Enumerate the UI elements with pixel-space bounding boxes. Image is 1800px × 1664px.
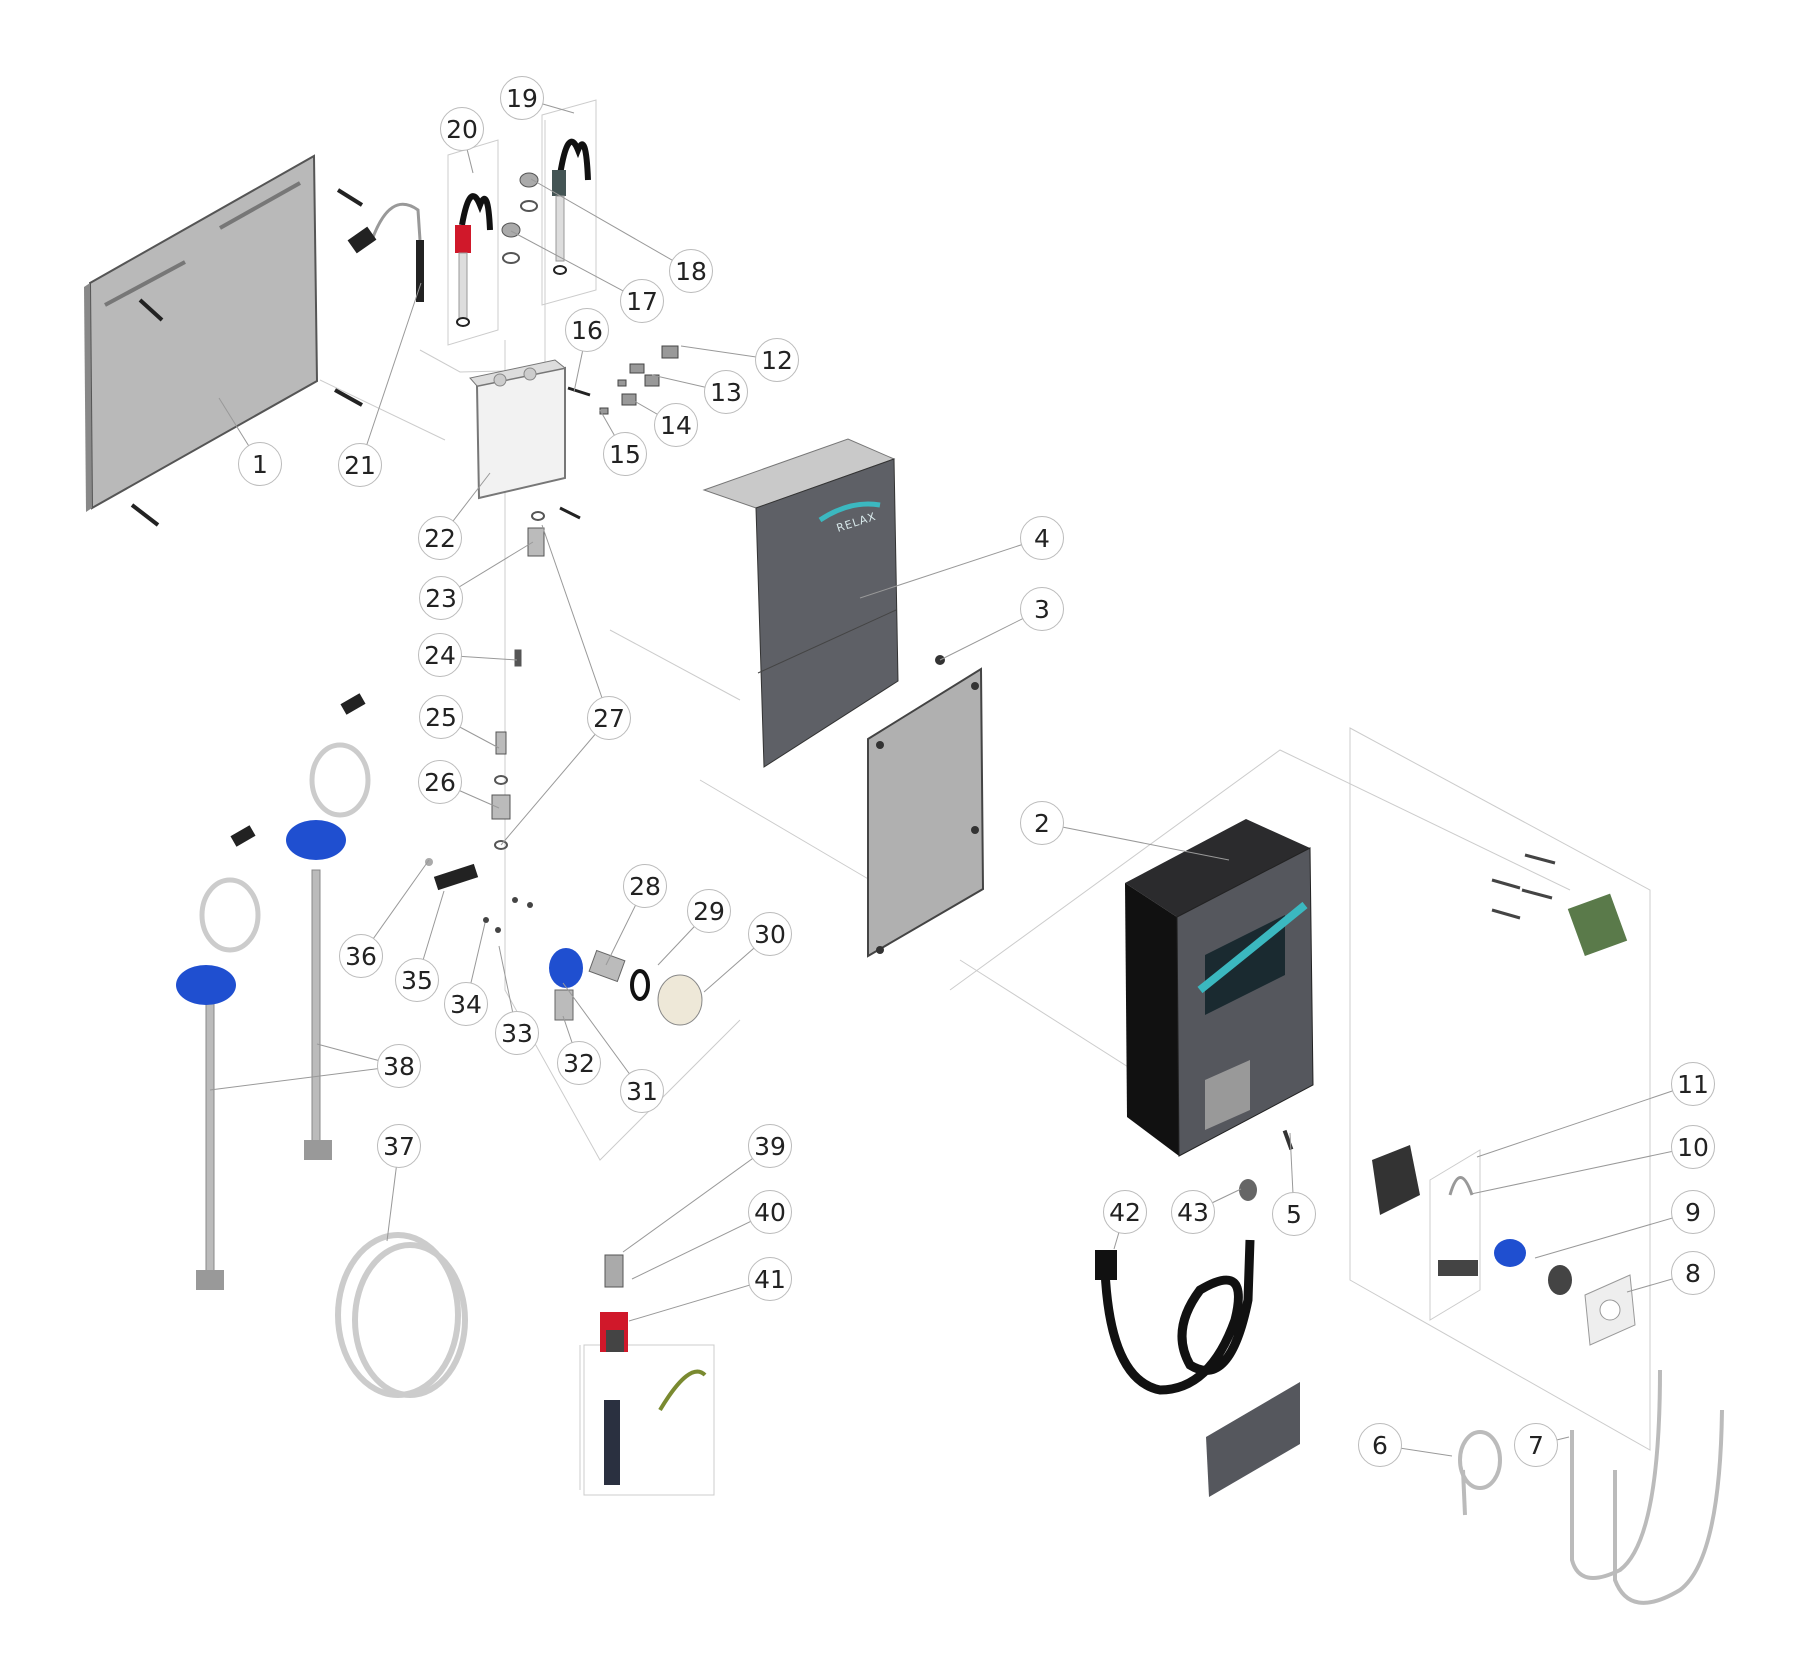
- callout-11: 11: [1671, 1062, 1715, 1106]
- parts-12-15-fittings: [599, 345, 679, 415]
- leader-line: [1470, 1146, 1694, 1195]
- parts-8-11-pump-components: [1372, 1145, 1636, 1346]
- leader-lines: [209, 97, 1694, 1457]
- part-42-power-cable: [1095, 1239, 1255, 1395]
- callout-13: 13: [704, 370, 748, 414]
- callout-33: 33: [495, 1011, 539, 1055]
- parts-6-7-tubes: [1458, 1369, 1724, 1605]
- part-37-tube-coil: [335, 1232, 468, 1398]
- part-20-redox-probe: [455, 193, 493, 327]
- callout-5: 5: [1272, 1192, 1316, 1236]
- part-4-front-cover: RELAX: [702, 438, 899, 768]
- pump-motor: [1491, 853, 1628, 957]
- callout-4: 4: [1020, 516, 1064, 560]
- callout-15: 15: [603, 432, 647, 476]
- leader-line: [622, 1145, 771, 1253]
- callout-32: 32: [557, 1041, 601, 1085]
- part-43-cable-gland: [1239, 1179, 1257, 1201]
- part-2-control-unit-housing: [1125, 819, 1314, 1157]
- callout-36: 36: [339, 934, 383, 978]
- part-19-ph-probe: [552, 138, 591, 275]
- callout-14: 14: [654, 403, 698, 447]
- cover-plate-small: [1206, 1382, 1300, 1497]
- parts-17-18-plugs: [501, 172, 539, 264]
- construction-lines: [319, 99, 1651, 1496]
- part-21-sensor-cable: [347, 202, 424, 302]
- leader-line: [1534, 1211, 1694, 1259]
- part-3-inner-plate: [867, 655, 985, 958]
- part-38-suction-lances: [176, 693, 371, 1290]
- callout-28: 28: [623, 864, 667, 908]
- part-22-probe-holder-block: [469, 359, 591, 520]
- callout-35: 35: [395, 958, 439, 1002]
- callout-21: 21: [338, 443, 382, 487]
- callout-10: 10: [1671, 1125, 1715, 1169]
- callout-38: 38: [377, 1044, 421, 1088]
- callout-1: 1: [238, 442, 282, 486]
- part-1-back-panel: [84, 154, 364, 527]
- leader-line: [631, 1211, 771, 1280]
- callout-20: 20: [440, 107, 484, 151]
- callout-16: 16: [565, 308, 609, 352]
- callout-17: 17: [620, 279, 664, 323]
- part-5-screw: [1282, 1129, 1294, 1151]
- callout-24: 24: [418, 633, 462, 677]
- callout-23: 23: [419, 576, 463, 620]
- callout-26: 26: [418, 760, 462, 804]
- leader-line: [541, 524, 610, 719]
- parts-28-36-flow-cell: [425, 858, 703, 1026]
- callout-39: 39: [748, 1124, 792, 1168]
- leader-line: [859, 537, 1043, 599]
- callout-29: 29: [687, 889, 731, 933]
- leader-line: [209, 1065, 400, 1091]
- callout-30: 30: [748, 912, 792, 956]
- callout-2: 2: [1020, 801, 1064, 845]
- callout-27: 27: [587, 696, 631, 740]
- leader-line: [1476, 1083, 1694, 1158]
- leader-line: [628, 1278, 771, 1322]
- callout-8: 8: [1671, 1251, 1715, 1295]
- callout-42: 42: [1103, 1190, 1147, 1234]
- callout-19: 19: [500, 76, 544, 120]
- callout-9: 9: [1671, 1190, 1715, 1234]
- callout-37: 37: [377, 1124, 421, 1168]
- callout-18: 18: [669, 249, 713, 293]
- callout-40: 40: [748, 1190, 792, 1234]
- callout-31: 31: [620, 1069, 664, 1113]
- callout-12: 12: [755, 338, 799, 382]
- leader-line: [359, 282, 422, 466]
- leader-line: [500, 717, 610, 846]
- callout-41: 41: [748, 1257, 792, 1301]
- leader-line: [530, 178, 692, 272]
- callout-22: 22: [418, 516, 462, 560]
- parts-23-27-inline-fittings: [491, 511, 545, 850]
- leader-line: [510, 230, 643, 302]
- parts-39-41-injection-valve: [600, 1254, 707, 1485]
- callout-7: 7: [1514, 1423, 1558, 1467]
- callout-6: 6: [1358, 1423, 1402, 1467]
- callout-34: 34: [444, 982, 488, 1026]
- callout-43: 43: [1171, 1190, 1215, 1234]
- leader-line: [1041, 822, 1230, 861]
- callout-25: 25: [419, 695, 463, 739]
- callout-3: 3: [1020, 587, 1064, 631]
